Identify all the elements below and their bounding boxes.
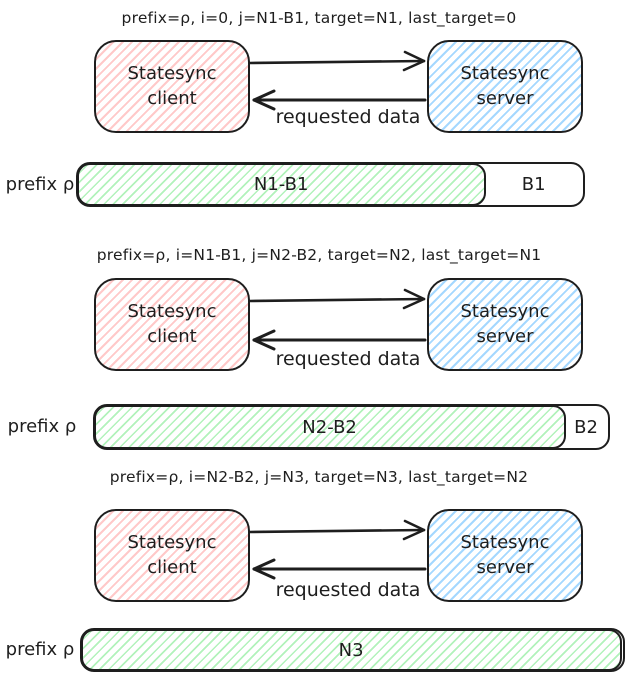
round-parameters-header: prefix=ρ, i=0, j=N1-B1, target=N1, last_… bbox=[121, 9, 517, 27]
round-parameters-header: prefix=ρ, i=N1-B1, j=N2-B2, target=N2, l… bbox=[96, 246, 542, 264]
arrow-client-to-server-icon bbox=[248, 288, 426, 310]
server-box-label: Statesync server bbox=[460, 63, 550, 109]
round-parameters-header: prefix=ρ, i=N2-B2, j=N3, target=N3, last… bbox=[109, 468, 529, 486]
client-box-label: Statesync client bbox=[127, 63, 217, 109]
progress-bar-remaining-segment: B2 bbox=[564, 406, 608, 448]
progress-bar-remaining-segment bbox=[620, 630, 623, 670]
bar-prefix-label: prefix ρ bbox=[5, 639, 75, 660]
arrow-server-to-client-icon bbox=[252, 558, 427, 580]
sync-progress-bar: N2-B2 B2 bbox=[93, 404, 610, 450]
bar-prefix-label: prefix ρ bbox=[7, 416, 77, 437]
arrow-client-to-server-icon bbox=[248, 519, 426, 541]
filled-segment-label: N3 bbox=[338, 639, 364, 661]
progress-bar-filled-segment: N3 bbox=[80, 628, 622, 672]
message-arrows bbox=[248, 288, 427, 351]
remaining-segment-label: B1 bbox=[521, 174, 546, 195]
response-arrow-label: requested data bbox=[275, 348, 421, 370]
filled-segment-label: N2-B2 bbox=[302, 416, 357, 438]
statesync-client-box: Statesync client bbox=[94, 509, 250, 602]
statesync-server-box: Statesync server bbox=[427, 278, 583, 371]
message-arrows bbox=[248, 519, 427, 580]
message-arrows bbox=[248, 50, 427, 111]
server-box-label: Statesync server bbox=[460, 301, 550, 347]
arrow-server-to-client-icon bbox=[252, 329, 427, 351]
filled-segment-label: N1-B1 bbox=[253, 174, 309, 195]
statesync-server-box: Statesync server bbox=[427, 509, 583, 602]
client-box-label: Statesync client bbox=[127, 532, 217, 578]
statesync-client-box: Statesync client bbox=[94, 278, 250, 371]
server-box-label: Statesync server bbox=[460, 532, 550, 578]
progress-bar-filled-segment: N2-B2 bbox=[93, 404, 566, 450]
client-box-label: Statesync client bbox=[127, 301, 217, 347]
statesync-client-box: Statesync client bbox=[94, 40, 250, 133]
progress-bar-remaining-segment: B1 bbox=[484, 164, 583, 205]
progress-bar-filled-segment: N1-B1 bbox=[76, 162, 486, 207]
sync-progress-bar: N1-B1 B1 bbox=[76, 162, 585, 207]
arrow-server-to-client-icon bbox=[252, 89, 427, 111]
statesync-server-box: Statesync server bbox=[427, 40, 583, 133]
bar-prefix-label: prefix ρ bbox=[5, 174, 75, 195]
remaining-segment-label: B2 bbox=[574, 416, 598, 438]
response-arrow-label: requested data bbox=[275, 579, 421, 601]
sync-progress-bar: N3 bbox=[80, 628, 625, 672]
arrow-client-to-server-icon bbox=[248, 50, 426, 72]
response-arrow-label: requested data bbox=[275, 106, 421, 128]
